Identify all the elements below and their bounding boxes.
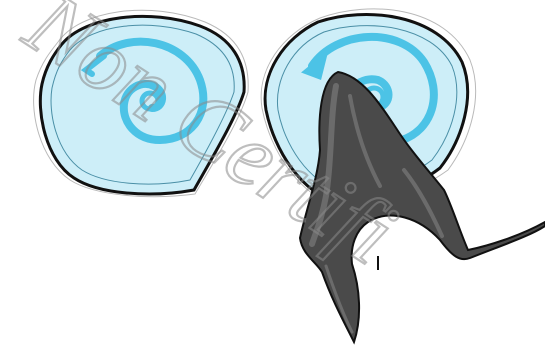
lens-cleaning-illustration: Non Certifi xyxy=(0,0,545,347)
